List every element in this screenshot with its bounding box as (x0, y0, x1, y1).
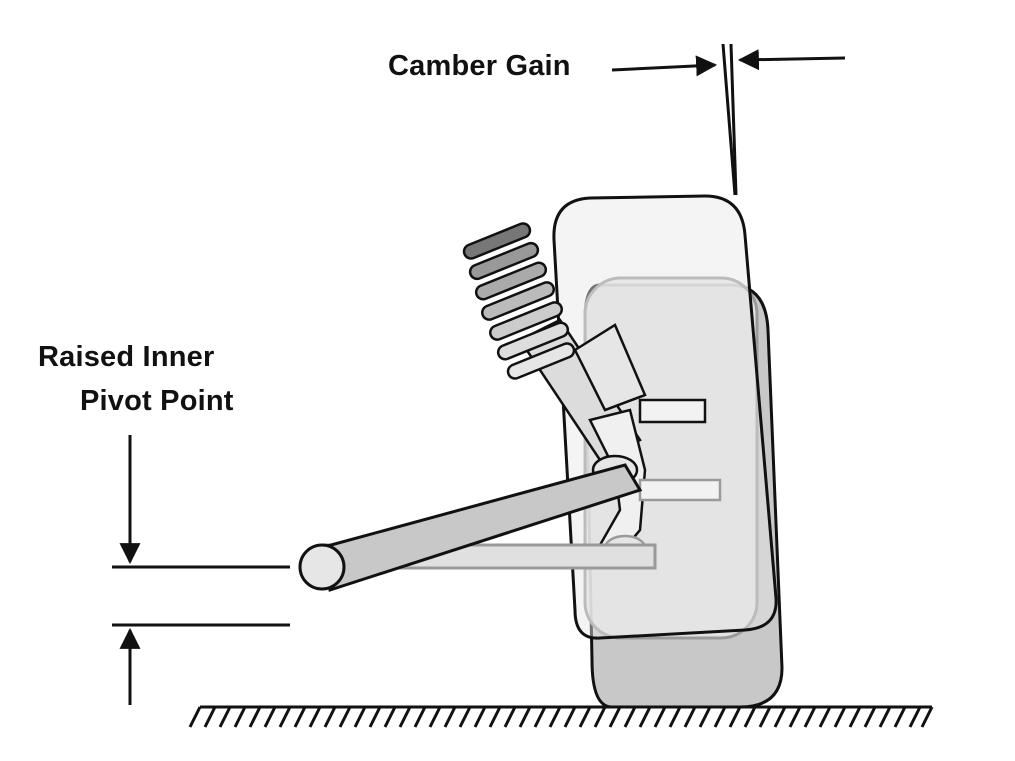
pivot-dimension (112, 435, 290, 705)
shock-mount (573, 323, 647, 412)
spring-coils (462, 222, 576, 380)
lower-spindle (638, 478, 722, 502)
camber-reference-line (721, 43, 737, 196)
upper-spindle (638, 398, 707, 424)
camber-right-arrow (737, 49, 846, 71)
ground-hatching (188, 706, 934, 728)
ground (188, 705, 934, 728)
camber-left-arrow (611, 55, 718, 77)
coilover (462, 222, 722, 562)
tire (552, 194, 784, 709)
inner-pivot (298, 543, 346, 591)
control-arms (298, 463, 657, 592)
raised-pivot-label-line-1: Raised Inner (38, 341, 215, 373)
camber-vertical-line (729, 43, 738, 196)
camber-gain-label: Camber Gain (388, 50, 571, 82)
camber-indicator (611, 43, 846, 196)
raised-pivot-label-line-2: Pivot Point (80, 385, 234, 417)
